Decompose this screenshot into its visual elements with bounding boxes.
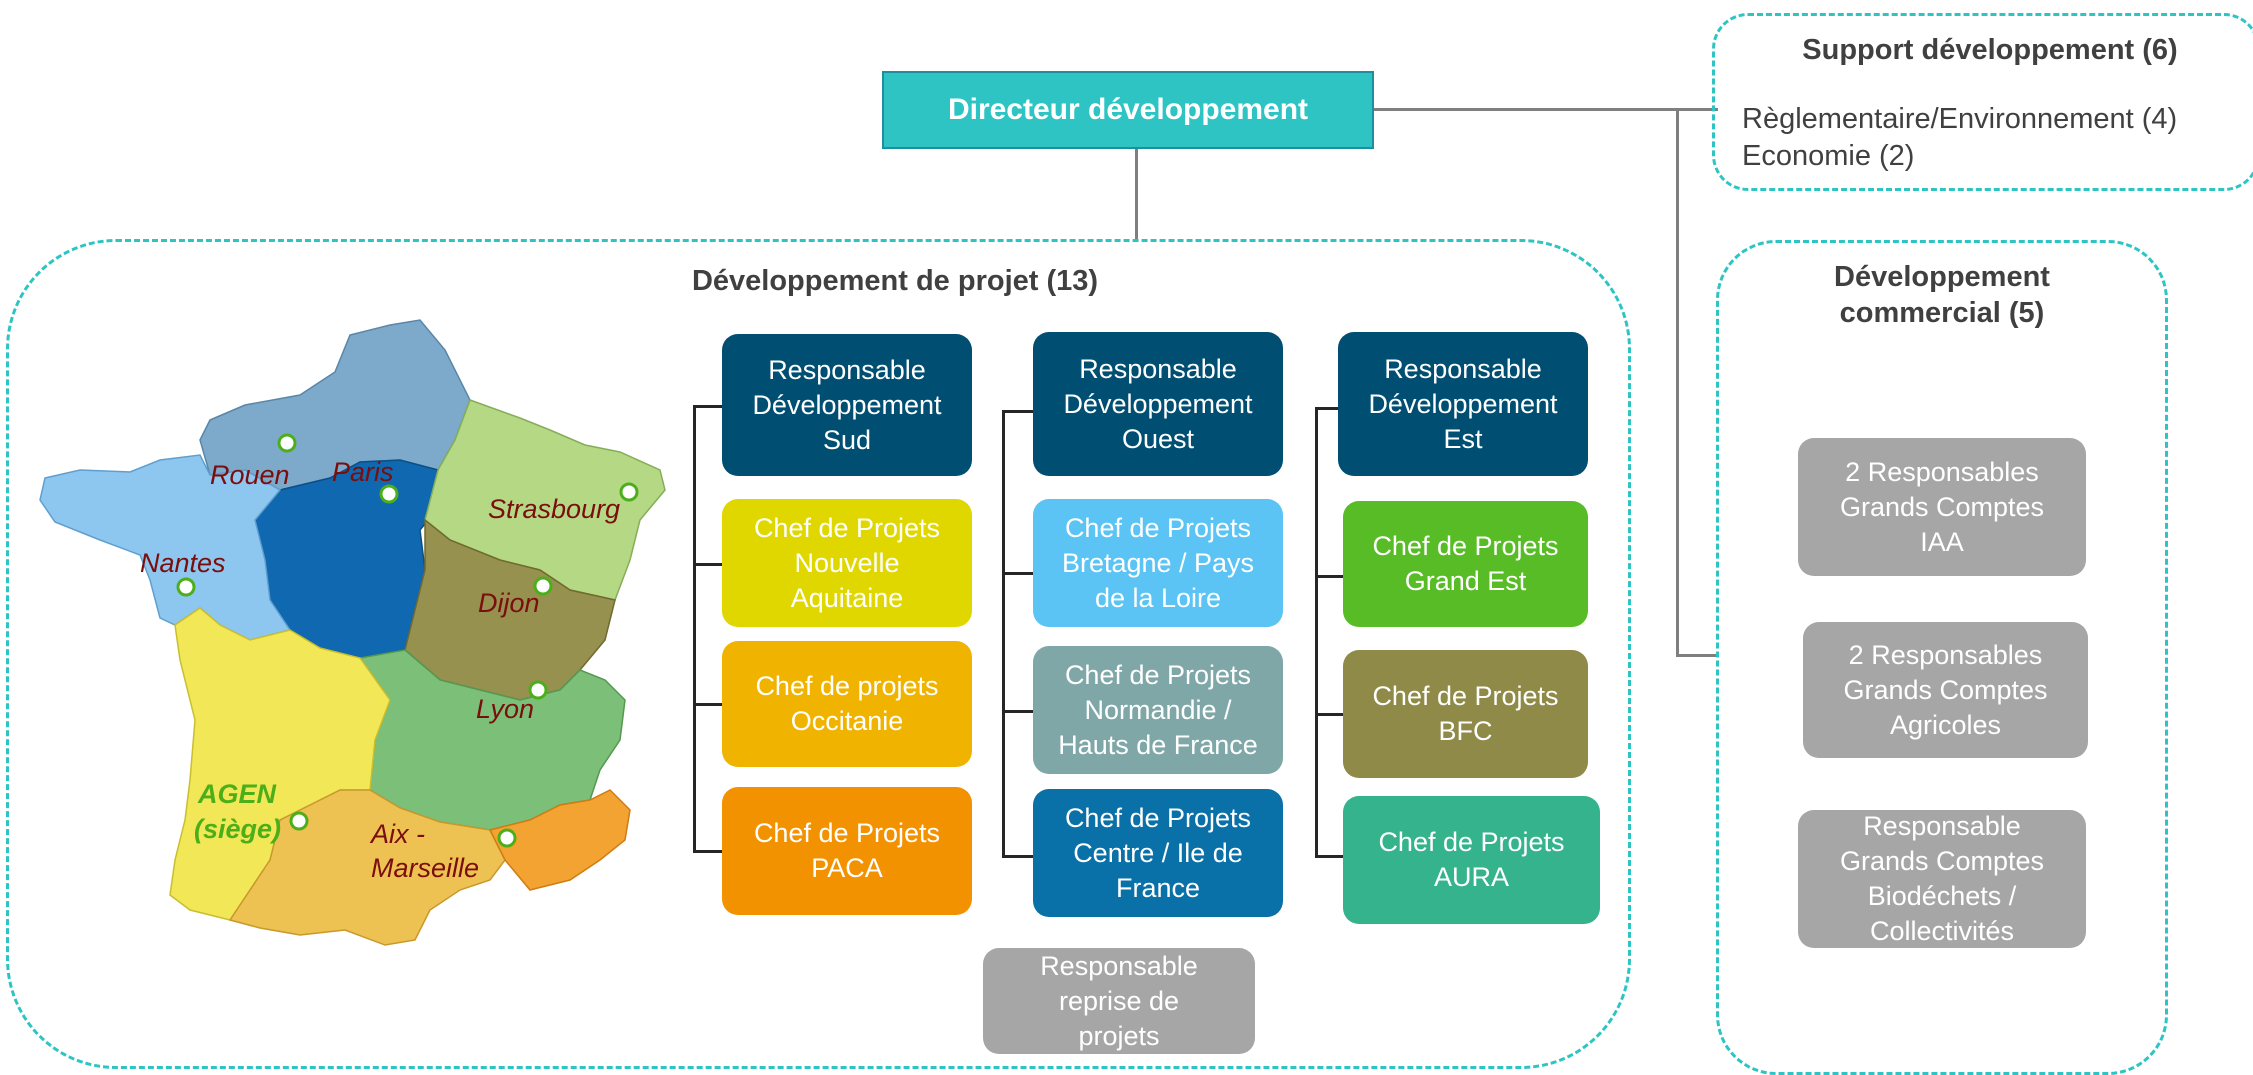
city-label-strasbourg: Strasbourg (488, 494, 620, 524)
box-chef-projets-bfc: Chef de Projets BFC (1343, 650, 1588, 778)
box-chef-projets-centre-ile-de-france: Chef de Projets Centre / Ile de France (1033, 789, 1283, 917)
bracket-col1-tick2 (693, 703, 722, 706)
marker-paris (379, 484, 399, 504)
box-responsable-dev-ouest: Responsable Développement Ouest (1033, 332, 1283, 476)
bracket-col1-tick3 (693, 850, 722, 853)
support-item-reglementaire: Règlementaire/Environnement (4) (1742, 103, 2178, 135)
box-responsable-dev-sud: Responsable Développement Sud (722, 334, 972, 476)
project-dev-title: Développement de projet (13) (691, 265, 1099, 297)
box-chef-projets-paca: Chef de Projets PACA (722, 787, 972, 915)
bracket-col2-vertical (1002, 410, 1005, 858)
bracket-col2-tick1 (1002, 572, 1033, 575)
box-gc-biodechets-collectivites: Responsable Grands Comptes Biodéchets / … (1798, 810, 2086, 948)
marker-rouen (277, 433, 297, 453)
connector-director-support (1374, 108, 1718, 111)
box-gc-iaa: 2 Responsables Grands Comptes IAA (1798, 438, 2086, 576)
bracket-col1-tick0 (693, 405, 722, 408)
connector-vertical-commercial (1676, 108, 1679, 656)
marker-strasbourg (619, 482, 639, 502)
city-label-lyon: Lyon (476, 694, 534, 724)
bracket-col3-vertical (1315, 407, 1318, 858)
box-gc-agricoles: 2 Responsables Grands Comptes Agricoles (1803, 622, 2088, 758)
director-box: Directeur développement (882, 71, 1374, 149)
box-chef-projets-occitanie: Chef de projets Occitanie (722, 641, 972, 767)
project-dev-group (6, 239, 1631, 1069)
connector-commercial (1676, 654, 1718, 657)
bracket-col2-tick0 (1002, 410, 1033, 413)
box-chef-projets-grand-est: Chef de Projets Grand Est (1343, 501, 1588, 627)
director-label: Directeur développement (947, 93, 1309, 126)
city-label-aix: Aix - (369, 819, 425, 849)
bracket-col2-tick3 (1002, 855, 1033, 858)
bracket-col2-tick2 (1002, 710, 1033, 713)
region-paca (488, 789, 631, 891)
box-chef-projets-normandie-hauts-de-france: Chef de Projets Normandie / Hauts de Fra… (1033, 646, 1283, 774)
bracket-col3-tick3 (1315, 855, 1345, 858)
city-label-rouen: Rouen (210, 460, 290, 490)
city-label-dijon: Dijon (478, 588, 540, 618)
bracket-col1-vertical (693, 405, 696, 853)
bracket-col3-tick2 (1315, 713, 1345, 716)
hq-label-siege: (siège) (194, 814, 281, 844)
support-group (1712, 13, 2253, 191)
city-label-paris: Paris (332, 457, 394, 487)
support-title: Support développement (6) (1802, 34, 2178, 66)
box-responsable-dev-est: Responsable Développement Est (1338, 332, 1588, 476)
box-chef-projets-bretagne-pays-de-la-loire: Chef de Projets Bretagne / Pays de la Lo… (1033, 499, 1283, 627)
city-label-marseille: Marseille (371, 853, 479, 883)
bracket-col3-tick1 (1315, 575, 1345, 578)
marker-lyon (528, 680, 548, 700)
box-chef-projets-aura: Chef de Projets AURA (1343, 796, 1600, 924)
france-regions-map: Rouen Paris Strasbourg Nantes Dijon Lyon… (39, 319, 666, 946)
hq-label-agen: AGEN (197, 779, 277, 809)
region-grand-est (424, 399, 666, 601)
city-label-nantes: Nantes (140, 548, 226, 578)
city-markers (176, 433, 639, 848)
connector-director-projects (1135, 149, 1138, 239)
marker-aix-marseille (497, 828, 517, 848)
marker-nantes (176, 577, 196, 597)
marker-agen (289, 811, 309, 831)
box-responsable-reprise-projets: Responsable reprise de projets (983, 948, 1255, 1054)
bracket-col3-tick0 (1315, 407, 1345, 410)
bracket-col1-tick1 (693, 563, 722, 566)
marker-dijon (533, 576, 553, 596)
commercial-title: Développement commercial (5) (1834, 261, 2050, 329)
box-chef-projets-nouvelle-aquitaine: Chef de Projets Nouvelle Aquitaine (722, 499, 972, 627)
support-item-economie: Economie (2) (1742, 140, 1915, 172)
